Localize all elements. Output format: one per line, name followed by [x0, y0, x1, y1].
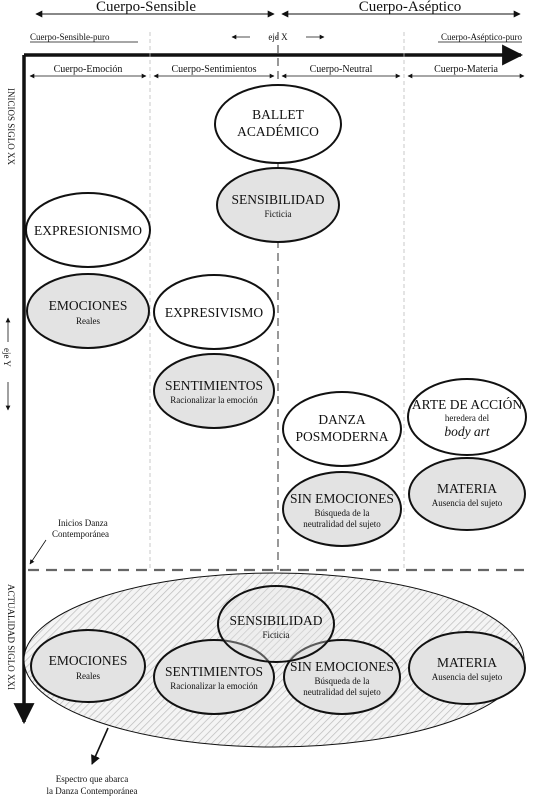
bottom-materia-sub: Ausencia del sujeto	[432, 672, 503, 682]
node-sin-emociones-sub1: Búsqueda de la	[315, 508, 370, 518]
col4-label: Cuerpo-Materia	[434, 64, 498, 75]
bottom-sin-emociones-title: SIN EMOCIONES	[290, 659, 394, 674]
node-sentimientos	[153, 353, 275, 429]
bottom-node-sentimientos	[153, 639, 275, 715]
label-sensible-puro: Cuerpo-Sensible-puro	[30, 32, 110, 42]
label-cuerpo-sensible: Cuerpo-Sensible	[96, 0, 196, 15]
node-ballet-line2: ACADÉMICO	[237, 124, 319, 139]
node-danza-posmoderna	[282, 391, 402, 467]
node-sin-emociones	[282, 471, 402, 547]
note-espectro-2: la Danza Contemporánea	[47, 786, 138, 796]
note-espectro-1: Espectro que abarca	[56, 774, 128, 784]
node-sensibilidad	[216, 167, 340, 243]
node-ballet-academico	[214, 84, 342, 164]
node-expresivismo-title: EXPRESIVISMO	[165, 305, 264, 320]
node-emociones-sub: Reales	[76, 316, 100, 326]
bottom-node-materia	[408, 631, 526, 705]
node-sentimientos-title: SENTIMIENTOS	[165, 378, 263, 393]
bottom-emociones-title: EMOCIONES	[49, 653, 128, 668]
bottom-sin-emociones-sub2: neutralidad del sujeto	[303, 687, 381, 697]
bottom-sensibilidad-title: SENSIBILIDAD	[230, 613, 323, 628]
node-arte-line3: body art	[444, 424, 491, 439]
bottom-emociones-sub: Reales	[76, 671, 100, 681]
node-materia-sub: Ausencia del sujeto	[432, 498, 503, 508]
note-inicios-danza-2: Contemporánea	[52, 529, 109, 539]
node-sensibilidad-title: SENSIBILIDAD	[232, 192, 325, 207]
col1-label: Cuerpo-Emoción	[54, 64, 123, 75]
node-arte-line2: heredera del	[445, 413, 490, 423]
node-ballet-line1: BALLET	[252, 107, 304, 122]
node-arte-de-accion	[407, 378, 527, 456]
node-emociones-title: EMOCIONES	[49, 298, 128, 313]
col2-label: Cuerpo-Sentimientos	[172, 64, 257, 75]
bottom-sentimientos-title: SENTIMIENTOS	[165, 664, 263, 679]
bottom-node-emociones	[30, 629, 146, 703]
bottom-materia-title: MATERIA	[437, 655, 497, 670]
node-expresionismo-title: EXPRESIONISMO	[34, 223, 142, 238]
bottom-sensibilidad-sub: Ficticia	[263, 630, 290, 640]
node-arte-line1: ARTE DE ACCIÓN	[412, 397, 522, 412]
label-cuerpo-aseptico: Cuerpo-Aséptico	[359, 0, 461, 15]
node-sentimientos-sub: Racionalizar la emoción	[170, 395, 258, 405]
node-sensibilidad-sub: Ficticia	[265, 209, 292, 219]
bottom-node-sin-emociones	[283, 639, 401, 715]
label-aseptico-puro: Cuerpo-Aséptico-puro	[441, 32, 522, 42]
node-materia	[408, 457, 526, 531]
node-sin-emociones-title: SIN EMOCIONES	[290, 491, 394, 506]
bottom-sin-emociones-sub1: Búsqueda de la	[315, 676, 370, 686]
bottom-sentimientos-sub: Racionalizar la emoción	[170, 681, 258, 691]
node-danza-line1: DANZA	[318, 412, 365, 427]
spectrum-pointer	[91, 727, 109, 765]
bottom-node-sensibilidad	[217, 585, 335, 663]
node-danza-line2: POSMODERNA	[295, 429, 388, 444]
label-eje-y: eje Y	[2, 348, 12, 367]
label-actualidad-siglo-xxi: ACTUALIDAD SIGLO XXI	[6, 584, 16, 690]
node-expresionismo	[25, 192, 151, 268]
node-sin-emociones-sub2: neutralidad del sujeto	[303, 519, 381, 529]
note-inicios-danza-1: Inicios Danza	[58, 518, 108, 528]
node-materia-title: MATERIA	[437, 481, 497, 496]
col3-label: Cuerpo-Neutral	[310, 64, 373, 75]
node-expresivismo	[153, 274, 275, 350]
note-inicios-pointer	[29, 539, 47, 565]
node-emociones	[26, 273, 150, 349]
label-inicios-siglo-xx: INICIOS SIGLO XX	[6, 88, 16, 165]
